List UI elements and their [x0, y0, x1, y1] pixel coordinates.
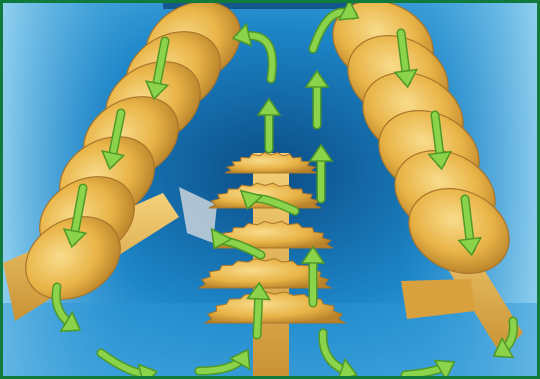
- mixer-photo: [3, 3, 537, 376]
